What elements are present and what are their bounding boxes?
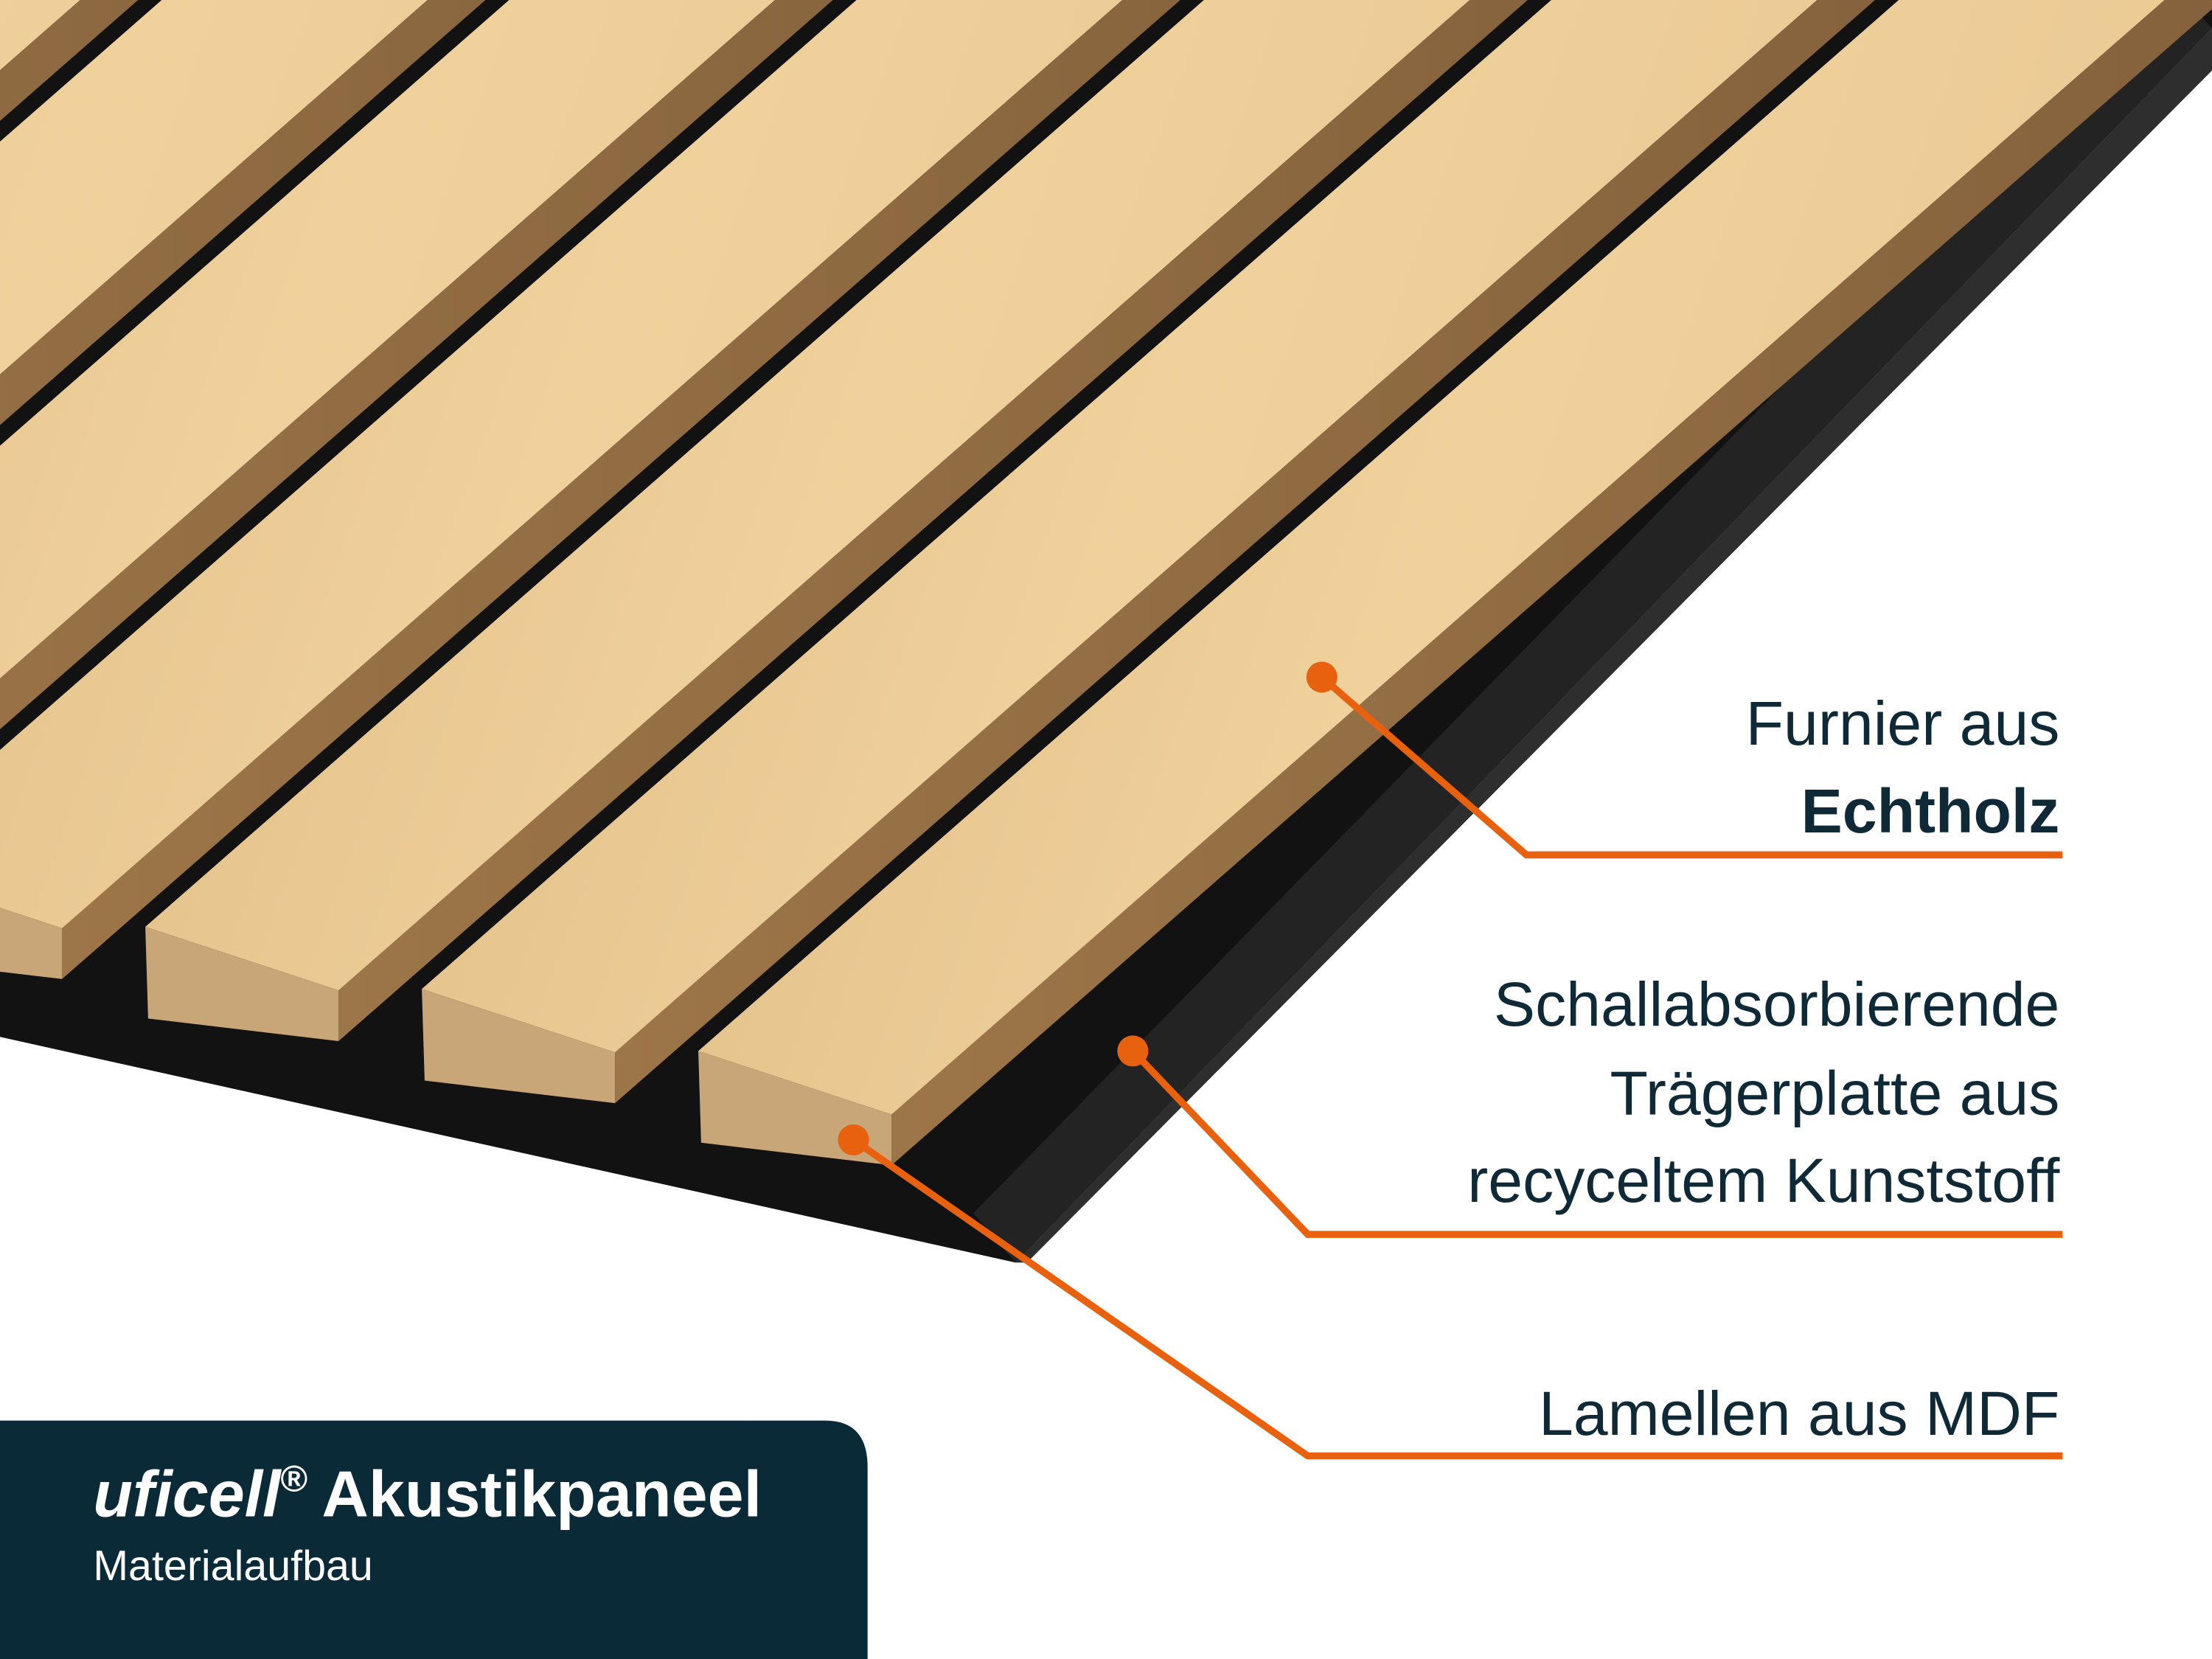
slat-side-face (62, 0, 1180, 979)
slat-top-face (0, 0, 775, 679)
slats (0, 0, 2212, 1166)
slat-top-face (0, 0, 80, 71)
registered-mark: ® (281, 1458, 308, 1499)
callout-board-line-2: Trägerplatte aus (1610, 1058, 2060, 1127)
title-box-background (0, 1420, 868, 1659)
slat-side-face (891, 0, 2212, 1166)
leader-dot-2 (1117, 1035, 1149, 1067)
callout-mdf-line-1: Lamellen aus MDF (1539, 1379, 2059, 1448)
slat-mdf-cut-face (0, 908, 63, 979)
slat-side-face (338, 0, 1528, 1041)
slat-side-face (615, 0, 1876, 1104)
leader-dot-3 (838, 1124, 869, 1155)
leader-dot-1 (1306, 661, 1338, 693)
leader-line-2 (1130, 1048, 2063, 1238)
product-title: uficell® Akustikpaneel (93, 1458, 762, 1531)
slat-side-face (0, 0, 833, 729)
slat-top-face (698, 0, 2165, 1115)
callout-veneer-line-1: Furnier aus (1746, 689, 2060, 758)
product-name: Akustikpaneel (321, 1458, 762, 1531)
brand-name: uficell (93, 1458, 282, 1531)
slat-top-face (0, 0, 1123, 928)
callout-carrier-board: Schallabsorbierende Trägerplatte aus rec… (1467, 970, 2060, 1215)
callout-veneer: Furnier aus Echtholz (1746, 689, 2060, 846)
callout-board-line-3: recyceltem Kunststoff (1467, 1146, 2060, 1215)
slat-top-face (145, 0, 1470, 991)
title-box: uficell® Akustikpaneel Materialaufbau (0, 1420, 868, 1659)
slat-mdf-cut-face (145, 927, 339, 1041)
callout-leaders (838, 661, 2063, 1460)
slat-side-face (0, 0, 486, 425)
callout-veneer-bold: Echtholz (1801, 776, 2060, 846)
slat-mdf-cut-face (422, 989, 616, 1104)
slat-top-face (0, 0, 428, 375)
callout-mdf: Lamellen aus MDF (1539, 1379, 2059, 1448)
slat-top-face (422, 0, 1818, 1053)
leader-line-3 (851, 1136, 2063, 1460)
slat-side-face (0, 0, 139, 121)
product-subtitle: Materialaufbau (93, 1543, 373, 1590)
leader-line-1 (1319, 674, 2063, 859)
callout-board-line-1: Schallabsorbierende (1494, 970, 2059, 1039)
carrier-board-edge-face (973, 0, 2212, 1263)
